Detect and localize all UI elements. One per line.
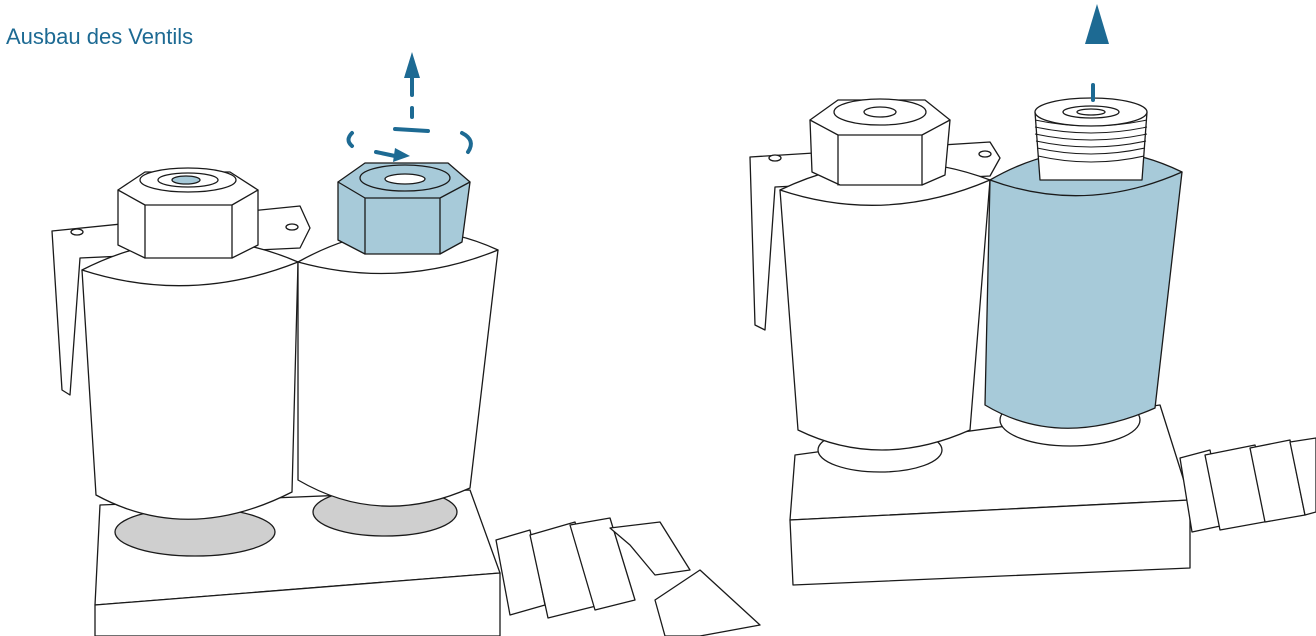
lift-arrow-step-1 [404,52,420,119]
mounting-hole [285,223,299,231]
solenoid-coil-right [297,229,499,507]
pipe-elbow [609,521,691,576]
lift-arrow-step-2 [1085,4,1109,102]
pipe [654,569,761,636]
mounting-hole [70,228,84,236]
rotate-arrow-head [393,148,410,162]
valve-base-front [789,499,1191,586]
valve-coil-highlighted [984,149,1183,429]
pipe [1289,437,1316,516]
valve-base-front [94,572,501,636]
solenoid-coil-left [81,239,299,520]
step-1-illustration [51,52,761,636]
page-title: Ausbau des Ventils [6,24,194,49]
rotate-arrow [346,127,473,158]
step-2-illustration [749,4,1316,586]
